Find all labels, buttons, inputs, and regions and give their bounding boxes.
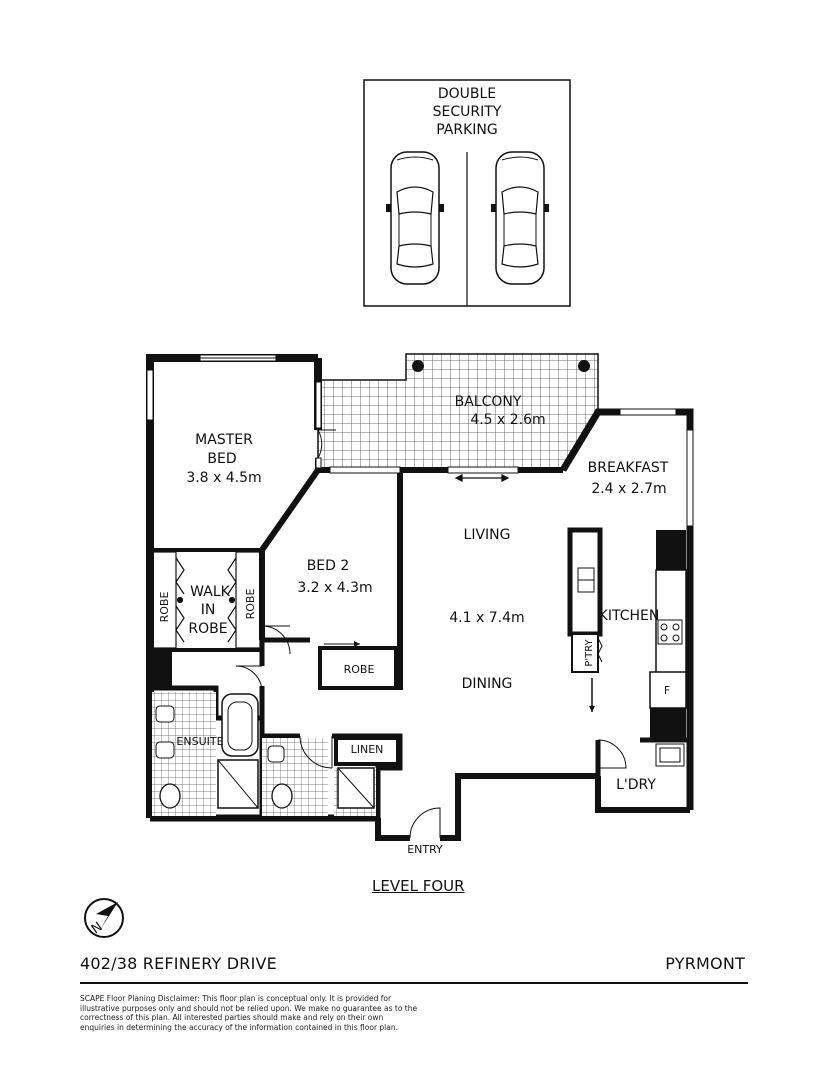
robe-right: ROBE	[244, 589, 257, 620]
car-icon	[386, 151, 444, 285]
level-title: LEVEL FOUR	[372, 877, 465, 895]
robe-left: ROBE	[158, 592, 171, 623]
disclaimer: SCAPE Floor Planing Disclaimer: This flo…	[80, 994, 418, 1032]
ensuite-area	[152, 692, 376, 816]
doors	[235, 429, 627, 839]
bed2-name: BED 2	[307, 558, 350, 574]
fridge-label: F	[664, 684, 670, 697]
sliding-door-icon	[454, 474, 510, 482]
parking-area: DOUBLE SECURITY PARKING	[363, 79, 571, 307]
walk-in-robe-1: WALK	[190, 584, 230, 600]
master-bed-name-1: MASTER	[195, 432, 253, 448]
windows	[146, 354, 694, 527]
parking-title-line-2: SECURITY	[433, 104, 502, 120]
living-dining-size: 4.1 x 7.4m	[449, 610, 524, 626]
walls	[146, 354, 694, 841]
kitchen-name: KITCHEN	[599, 608, 660, 624]
laundry-label: L'DRY	[616, 777, 656, 793]
walk-in-robe-3: ROBE	[188, 621, 227, 637]
column-icon	[578, 360, 590, 372]
linen-label: LINEN	[351, 743, 384, 756]
walk-in-robe-2: IN	[201, 602, 216, 618]
master-bed-size: 3.8 x 4.5m	[186, 470, 261, 486]
divider	[80, 982, 748, 984]
entry-label: ENTRY	[407, 843, 443, 856]
breakfast-name: BREAKFAST	[588, 460, 669, 476]
dining-name: DINING	[462, 676, 513, 692]
balcony-size: 4.5 x 2.6m	[470, 412, 545, 428]
robe-doors	[151, 551, 261, 649]
parking-title-line-1: DOUBLE	[438, 86, 496, 102]
suburb: PYRMONT	[665, 954, 745, 973]
north-arrow-icon: N	[84, 898, 124, 938]
robe-bed2: ROBE	[344, 663, 375, 676]
linen-cupboard	[334, 736, 400, 766]
car-icon	[491, 151, 549, 285]
wall-block	[148, 650, 172, 690]
bed2-robe	[318, 641, 398, 690]
column-icon	[412, 360, 424, 372]
master-bed-name-2: BED	[207, 451, 236, 467]
address: 402/38 REFINERY DRIVE	[80, 954, 277, 973]
ensuite-label: ENSUITE	[176, 735, 223, 748]
kitchen-area	[567, 527, 687, 767]
bed2-size: 3.2 x 4.3m	[297, 580, 372, 596]
balcony-name: BALCONY	[455, 394, 522, 410]
living-name: LIVING	[464, 527, 511, 543]
parking-title-line-3: PARKING	[436, 122, 497, 138]
breakfast-size: 2.4 x 2.7m	[591, 481, 666, 497]
pantry-label: P'TRY	[584, 638, 595, 666]
balcony: BALCONY 4.5 x 2.6m	[317, 353, 599, 471]
